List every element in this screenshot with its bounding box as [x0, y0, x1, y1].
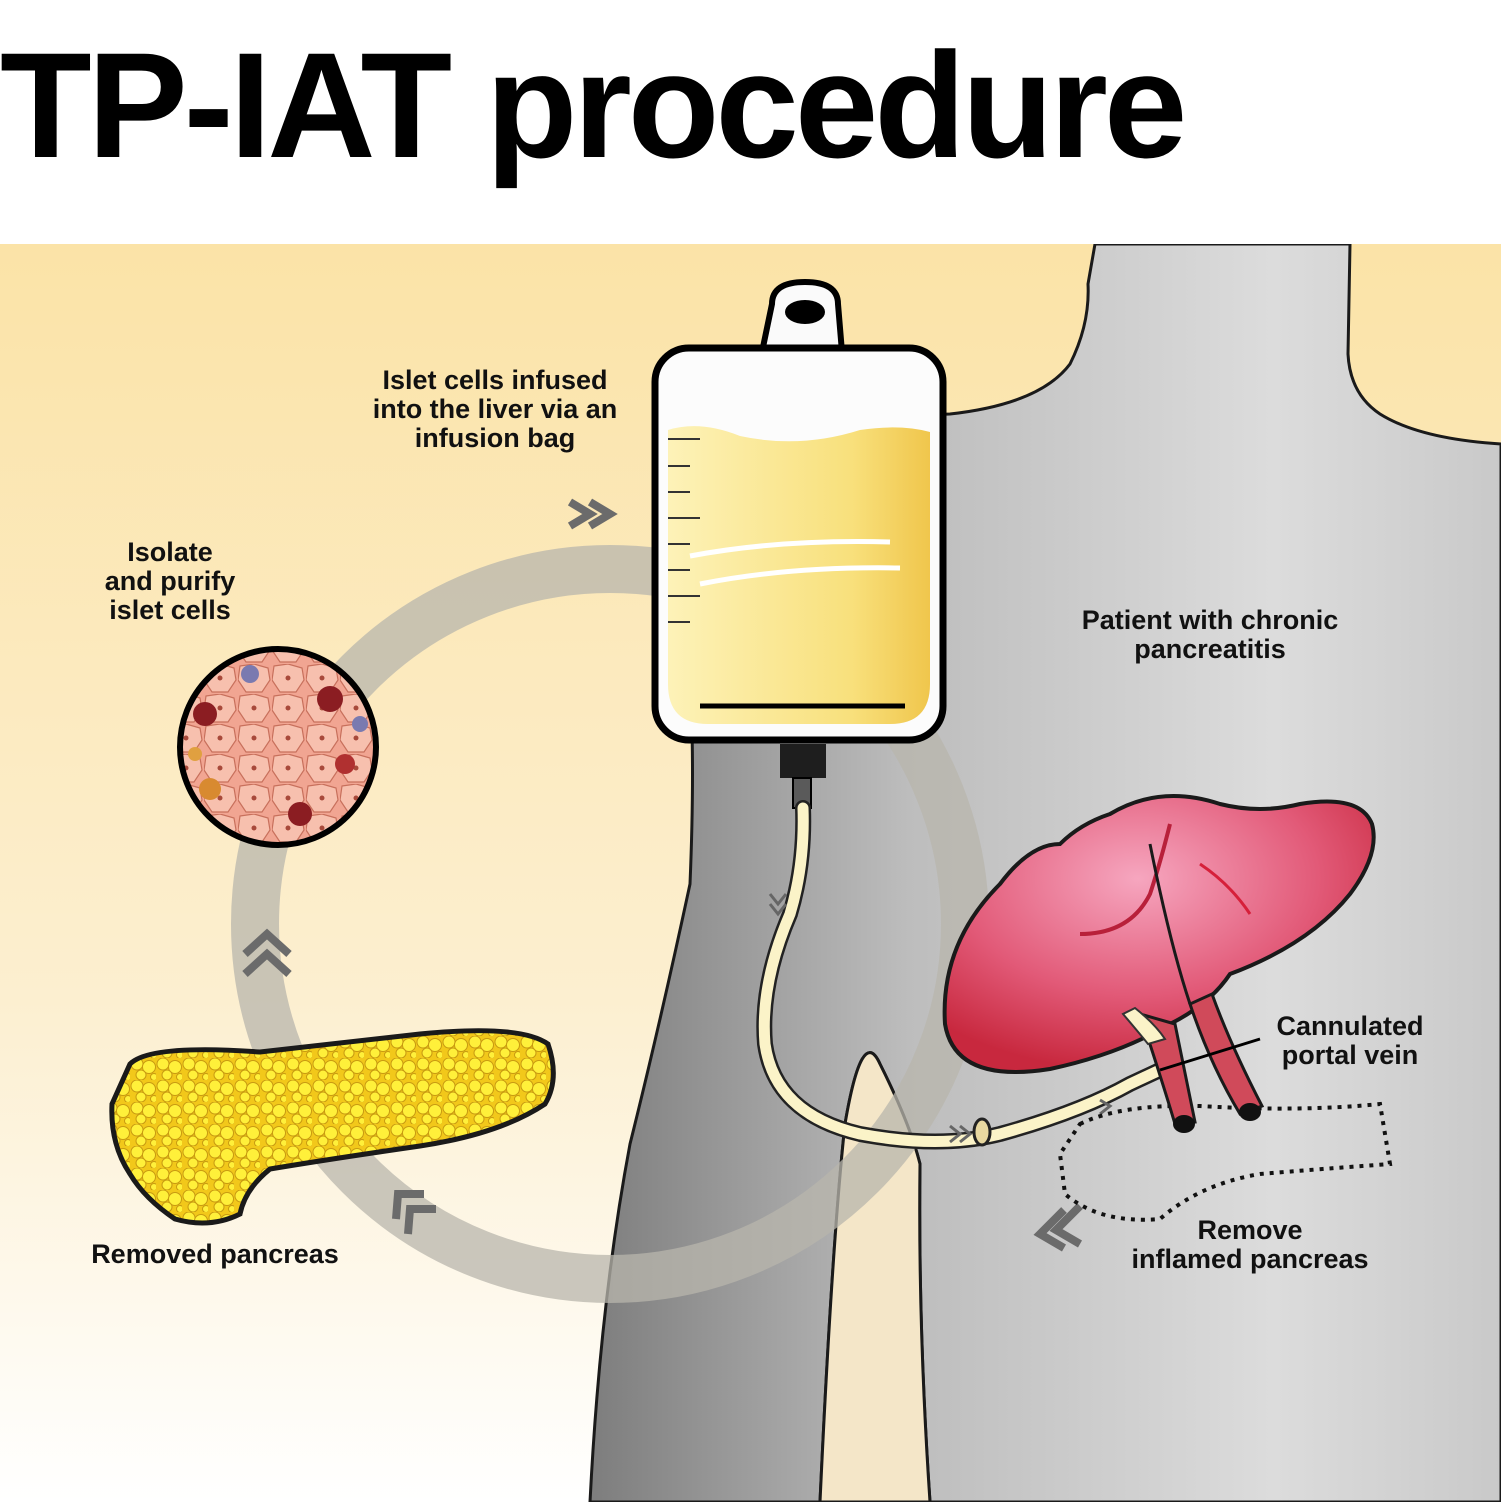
tube-flow-chevrons: [768, 893, 1113, 1144]
chevron-up-icon: [242, 928, 292, 957]
diagram-svg: [0, 244, 1501, 1502]
chevron-right-icon: [567, 498, 598, 530]
infusion-bag: [651, 278, 947, 809]
removed-pancreas: [109, 1028, 556, 1226]
bag-measure-ticks: [668, 438, 700, 623]
chevron-up-left-icon: [404, 1205, 436, 1235]
chevron-up-icon: [242, 948, 292, 977]
label-remove-inflamed: Remove inflamed pancreas: [1131, 1215, 1369, 1274]
chevron-down-left-icon: [1033, 1207, 1067, 1252]
chevron-right-icon: [949, 1124, 963, 1144]
ring-chevrons: [242, 498, 1083, 1252]
islet-cells-view: [177, 646, 379, 848]
page-title: TP-IAT procedure: [0, 21, 1187, 189]
chevron-down-icon: [768, 903, 788, 917]
label-cannulated: Cannulated portal vein: [1276, 1011, 1424, 1070]
chevron-up-left-icon: [392, 1190, 424, 1220]
label-removed-pancreas: Removed pancreas: [91, 1239, 339, 1269]
chevron-down-left-icon: [1049, 1203, 1083, 1248]
chevron-right-icon: [587, 498, 618, 530]
label-isolate: Isolate and purify islet cells: [104, 537, 236, 625]
cycle-ring: [231, 545, 989, 1303]
label-infusion: Islet cells infused into the liver via a…: [372, 365, 618, 453]
chevron-right-icon: [1099, 1098, 1113, 1116]
chevron-right-icon: [959, 1124, 973, 1144]
label-patient: Patient with chronic pancreatitis: [1081, 605, 1339, 664]
cannulation-pointer: [1159, 1037, 1261, 1072]
liver: [942, 794, 1376, 1133]
diagram-panel: [0, 244, 1501, 1502]
chevron-down-icon: [768, 893, 788, 907]
